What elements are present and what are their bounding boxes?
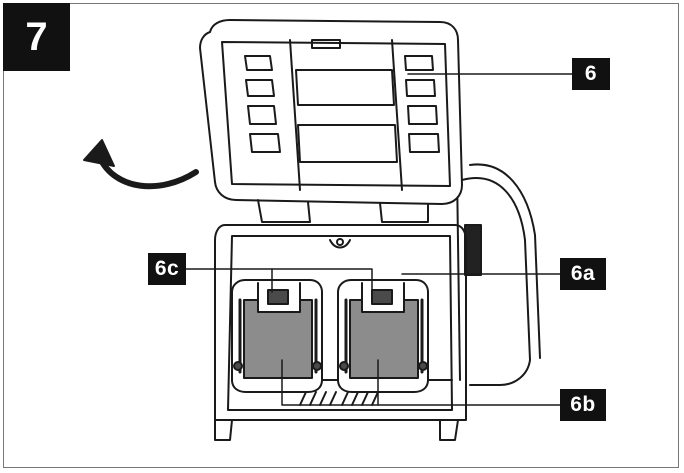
leader-lines (183, 73, 573, 406)
battery-left (231, 279, 323, 393)
figure-number: 7 (3, 3, 70, 71)
lid (199, 19, 463, 223)
figure-frame (3, 3, 679, 468)
battery-right (337, 279, 429, 393)
callout-6c-battery-release: 6c (148, 253, 186, 285)
arrow-head (83, 139, 115, 167)
callout-6a-battery-bay: 6a (560, 258, 606, 290)
open-direction-arrow (97, 155, 199, 190)
callout-6b-batteries: 6b (560, 389, 606, 421)
callout-6-lid: 6 (572, 58, 610, 90)
charger-housing (456, 163, 541, 386)
